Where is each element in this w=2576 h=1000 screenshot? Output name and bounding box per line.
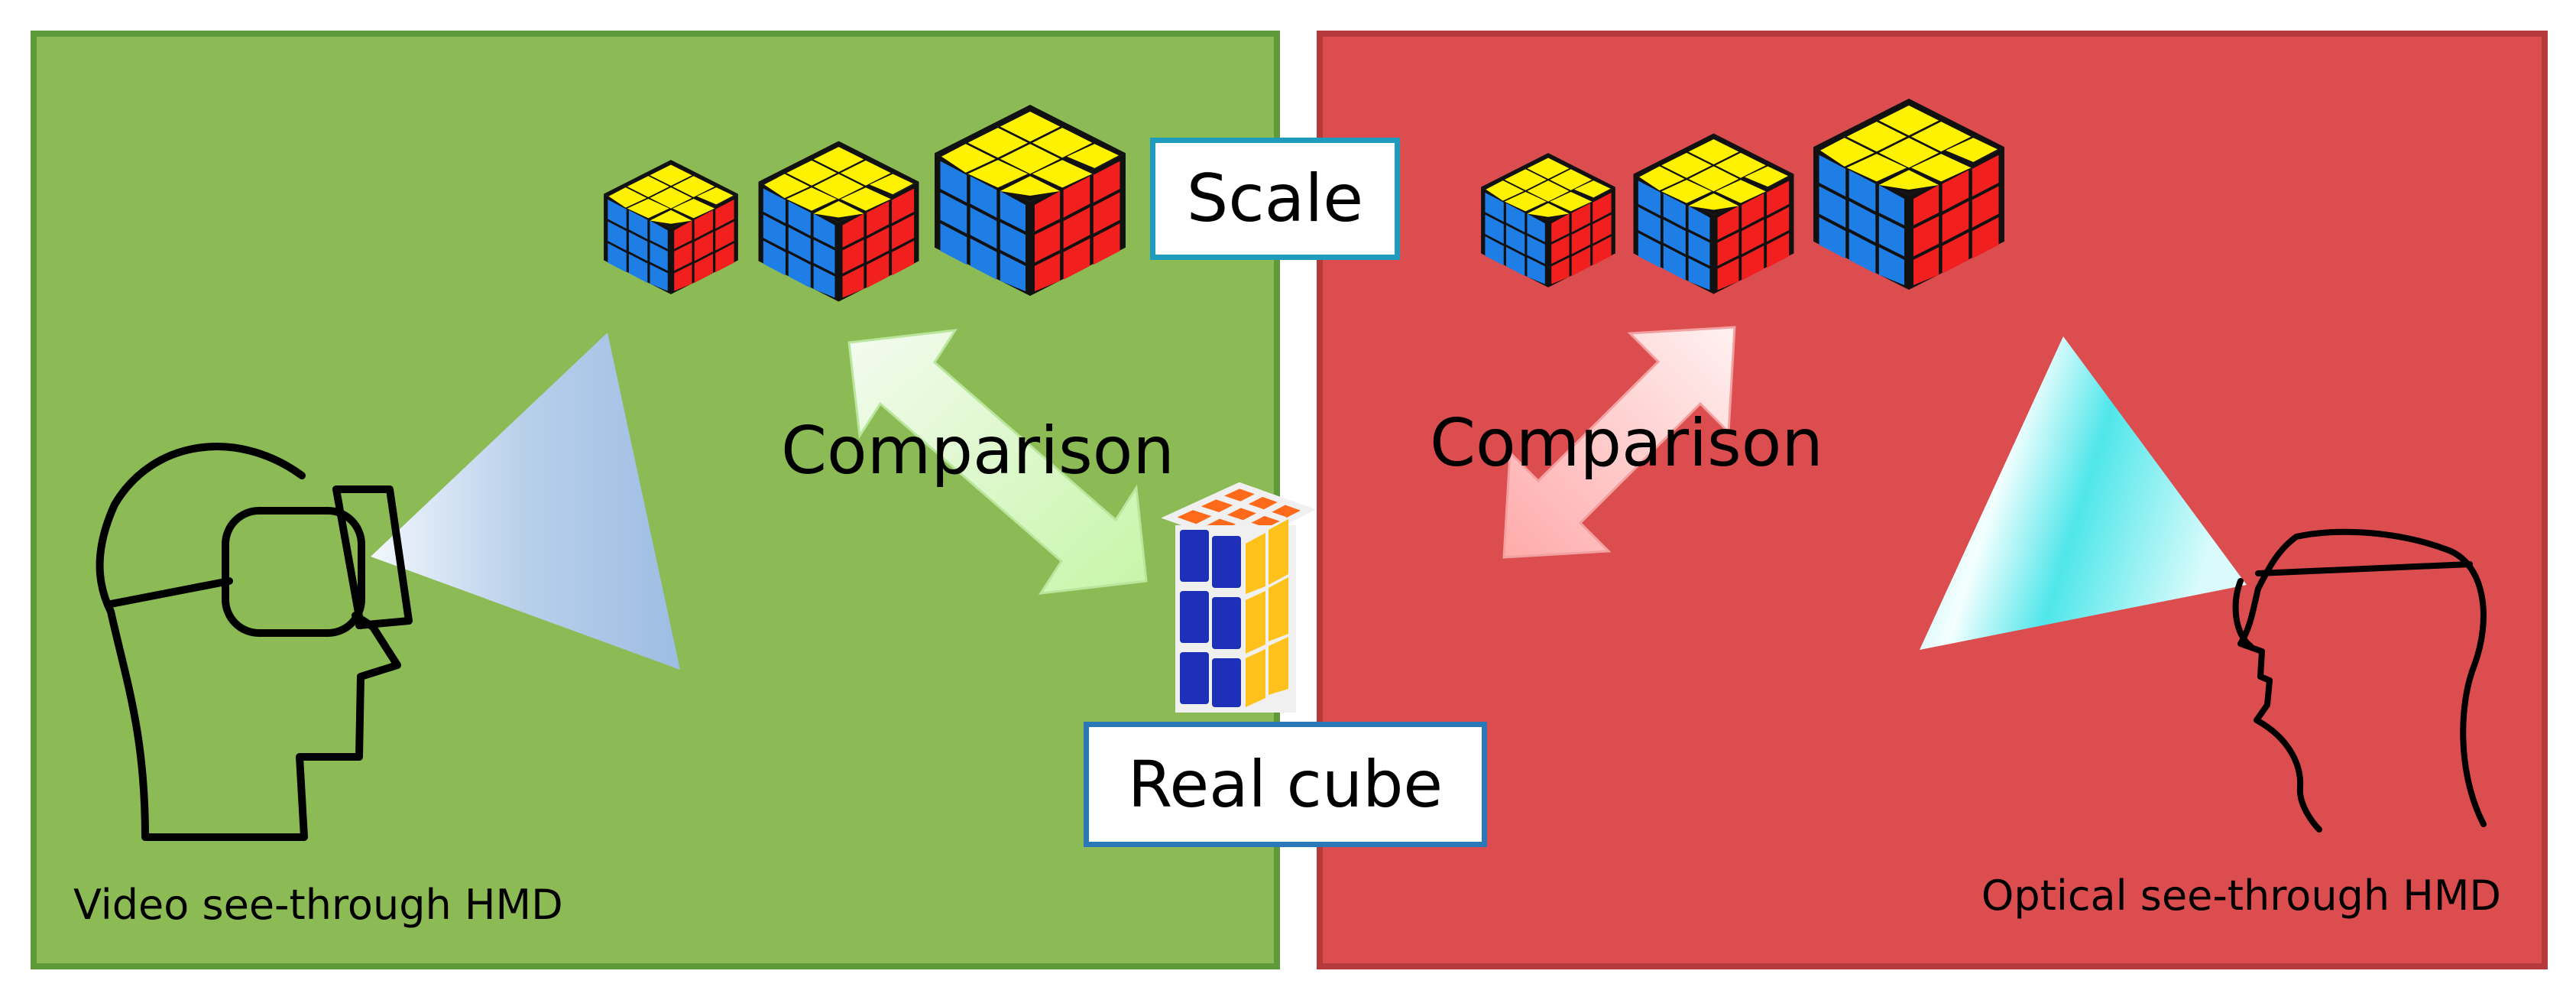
optical-view-cone: [1920, 336, 2247, 650]
real-cube-label: Real cube: [1084, 722, 1487, 847]
head-with-vr-goggles-icon: [96, 443, 413, 841]
real-rubiks-cube-icon: [1161, 482, 1317, 713]
comparison-label-left: Comparison: [781, 413, 1175, 489]
comparison-arrow-right: [1502, 326, 1736, 559]
scale-label: Scale: [1150, 138, 1400, 260]
head-with-glasses-icon: [2232, 528, 2487, 833]
comparison-arrow-left: [847, 329, 1148, 595]
optical-see-through-caption: Optical see-through HMD: [1981, 872, 2501, 920]
video-see-through-caption: Video see-through HMD: [73, 881, 563, 929]
video-view-cone: [371, 333, 680, 670]
comparison-label-right: Comparison: [1430, 405, 1823, 482]
